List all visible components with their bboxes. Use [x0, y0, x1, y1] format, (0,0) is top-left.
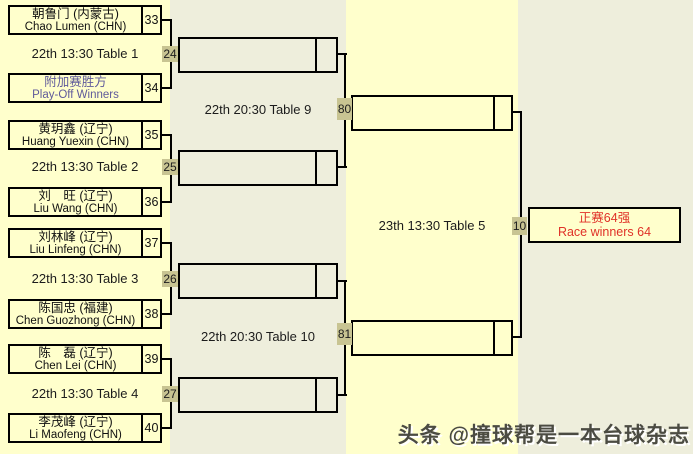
round2-match-box [178, 263, 338, 299]
connector-line [160, 427, 172, 429]
round3-match-box [351, 95, 513, 131]
connector-line [160, 87, 172, 89]
winner-name-cell [180, 39, 315, 71]
connector-line [336, 394, 347, 396]
watermark-text: 头条 @撞球帮是一本台球杂志 [397, 424, 690, 447]
match-number-badge: 26 [162, 271, 178, 287]
match-schedule-label: 22th 20:30 Table 9 [204, 102, 312, 117]
player-box: 朝鲁门 (内蒙古) Chao Lumen (CHN) 33 [8, 5, 162, 35]
connector-line [160, 201, 172, 203]
match-schedule-label: 22th 13:30 Table 1 [31, 46, 139, 61]
winner-name-cell [180, 265, 315, 297]
player-name: 陈国忠 (福建) Chen Guozhong (CHN) [15, 301, 136, 327]
bg-column-round3 [346, 0, 518, 454]
score-cell [493, 322, 511, 354]
player-box: 刘林峰 (辽宁) Liu Linfeng (CHN) 37 [8, 228, 162, 258]
final-stage-box: 正赛64强 Race winners 64 [528, 207, 681, 243]
round3-match-box [351, 320, 513, 356]
match-schedule-label: 22th 13:30 Table 3 [31, 271, 139, 286]
player-seed: 39 [141, 346, 160, 372]
player-name: 陈 磊 (辽宁) Chen Lei (CHN) [34, 346, 117, 372]
round2-match-box [178, 150, 338, 186]
player-box: 黄玥鑫 (辽宁) Huang Yuexin (CHN) 35 [8, 120, 162, 150]
match-schedule-label: 23th 13:30 Table 5 [378, 218, 486, 233]
match-number-badge: 10 [512, 217, 527, 235]
player-name: 附加赛胜方 Play-Off Winners [32, 75, 119, 101]
round2-match-box [178, 37, 338, 73]
winner-name-cell [353, 97, 493, 129]
connector-line [160, 134, 172, 136]
player-seed: 36 [141, 189, 160, 215]
match-schedule-label: 22th 20:30 Table 10 [201, 329, 315, 344]
player-name: 李茂峰 (辽宁) Li Maofeng (CHN) [29, 415, 122, 441]
score-cell [315, 39, 336, 71]
player-seed: 35 [141, 122, 160, 148]
score-cell [493, 97, 511, 129]
player-seed: 40 [141, 415, 160, 441]
match-number-badge: 27 [162, 386, 178, 402]
score-cell [315, 265, 336, 297]
player-box: 陈国忠 (福建) Chen Guozhong (CHN) 38 [8, 299, 162, 329]
player-box: 陈 磊 (辽宁) Chen Lei (CHN) 39 [8, 344, 162, 374]
player-box: 李茂峰 (辽宁) Li Maofeng (CHN) 40 [8, 413, 162, 443]
player-seed: 37 [141, 230, 160, 256]
winner-name-cell [353, 322, 493, 354]
match-schedule-label: 22th 13:30 Table 4 [31, 386, 139, 401]
connector-line [336, 53, 347, 55]
match-schedule-label: 22th 13:30 Table 2 [31, 159, 139, 174]
connector-line [160, 313, 172, 315]
connector-line [160, 242, 172, 244]
player-name: 黄玥鑫 (辽宁) Huang Yuexin (CHN) [21, 122, 130, 148]
connector-line [336, 280, 347, 282]
score-cell [315, 379, 336, 411]
player-seed: 38 [141, 301, 160, 327]
final-stage-title-en: Race winners 64 [557, 225, 652, 239]
player-name: 刘林峰 (辽宁) Liu Linfeng (CHN) [29, 230, 122, 256]
match-number-badge: 81 [337, 323, 352, 345]
match-number-badge: 25 [162, 159, 178, 175]
connector-line [511, 336, 522, 338]
connector-line [336, 166, 347, 168]
player-box: 刘 旺 (辽宁) Liu Wang (CHN) 36 [8, 187, 162, 217]
score-cell [315, 152, 336, 184]
player-seed: 34 [141, 75, 160, 101]
connector-line [160, 358, 172, 360]
match-number-badge: 80 [337, 98, 352, 120]
player-box: 附加赛胜方 Play-Off Winners 34 [8, 73, 162, 103]
winner-name-cell [180, 152, 315, 184]
player-name: 刘 旺 (辽宁) Liu Wang (CHN) [33, 189, 118, 215]
round2-match-box [178, 377, 338, 413]
final-stage-title-cn: 正赛64强 [578, 211, 631, 225]
player-seed: 33 [141, 7, 160, 33]
connector-line [160, 19, 172, 21]
player-name: 朝鲁门 (内蒙古) Chao Lumen (CHN) [24, 7, 127, 33]
connector-line [511, 111, 522, 113]
match-number-badge: 24 [162, 46, 178, 62]
winner-name-cell [180, 379, 315, 411]
